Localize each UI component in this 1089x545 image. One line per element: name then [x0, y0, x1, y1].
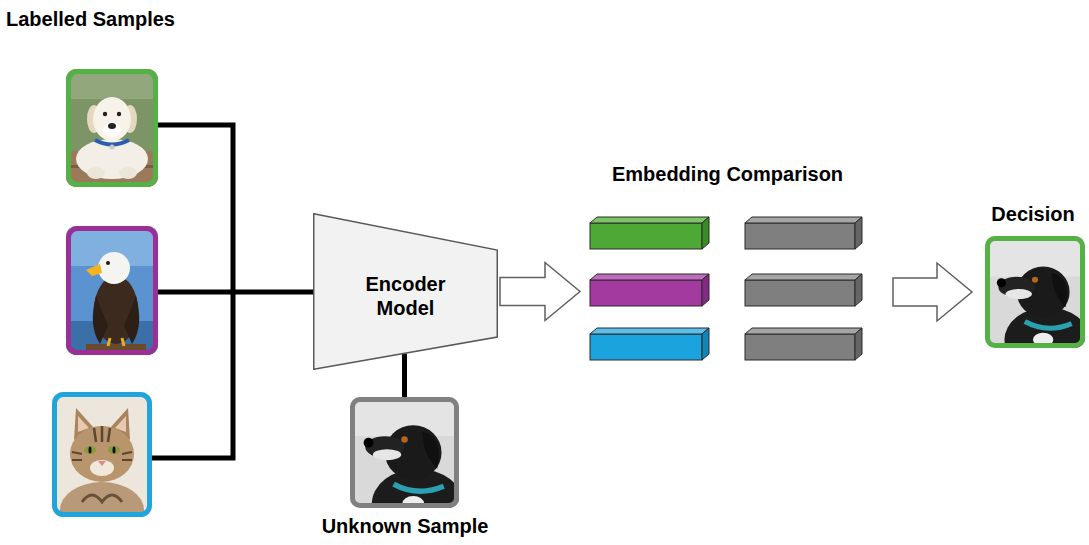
embedding-bars-part: [590, 217, 709, 223]
node-label: Unknown Sample: [322, 514, 489, 538]
dog-photo-part: [66, 69, 158, 187]
sample-frame: [55, 395, 150, 515]
unknown-dog-photo: [350, 397, 459, 508]
block-arrow: [500, 263, 580, 321]
embedding-bars-part: [745, 328, 862, 334]
image-frame: [985, 236, 1085, 348]
decision-frame: Decision: [980, 202, 1086, 350]
embedding-bars-part: [590, 274, 709, 280]
label-box: Labelled Samples: [6, 7, 175, 31]
embedding-bars-part: [702, 328, 709, 360]
decision-dog-photo-part: [985, 236, 1085, 348]
embedding-bars-part: [745, 274, 862, 280]
embedding-bars-part: [745, 217, 862, 223]
connector-line: [402, 354, 407, 397]
dog-photo: [66, 69, 158, 187]
eagle-photo: [66, 226, 158, 355]
node-label: Embedding Comparison: [612, 162, 843, 186]
heading-label: Labelled Samples: [6, 7, 175, 31]
connector-group: [893, 263, 972, 321]
connector-group: [500, 263, 580, 321]
embedding-bars-part: [745, 280, 855, 306]
embedding-bars-part: [745, 334, 855, 360]
cat-photo-part: [52, 392, 152, 517]
block-arrow: [893, 263, 972, 321]
sample-frame: [69, 229, 156, 353]
image-frame: [350, 397, 459, 508]
wire: [158, 290, 314, 295]
sample-wires: [152, 125, 314, 458]
embedding-bars-part: [855, 217, 862, 249]
node-label: Decision: [991, 202, 1074, 226]
embedding-bars-part: [702, 217, 709, 249]
unknown-dog-photo-part: [350, 397, 459, 508]
decision-dog-photo: [985, 236, 1085, 348]
trapezoid-shape: [314, 214, 498, 370]
embedding-bars: [590, 217, 862, 360]
embedding-bars-part: [745, 223, 855, 249]
embedding-bars-part: [702, 274, 709, 306]
embedding-bars-part: [855, 328, 862, 360]
connector-group: [404, 354, 405, 397]
node-label: Encoder Model: [346, 272, 466, 320]
embedding-bars-part: [855, 274, 862, 306]
embedding-bars-part: [590, 328, 709, 334]
embedding-comparison-group: Embedding Comparison: [585, 160, 870, 370]
eagle-photo-part: [66, 226, 158, 355]
sample-frame: [69, 72, 156, 185]
embedding-bars-part: [590, 334, 702, 360]
embedding-bars-part: [590, 223, 702, 249]
cat-photo: [52, 392, 152, 517]
embedding-bars-part: [590, 280, 702, 306]
encoder-trapezoid: Encoder Model: [313, 213, 498, 370]
unknown-sample-frame: Unknown Sample: [315, 397, 495, 542]
